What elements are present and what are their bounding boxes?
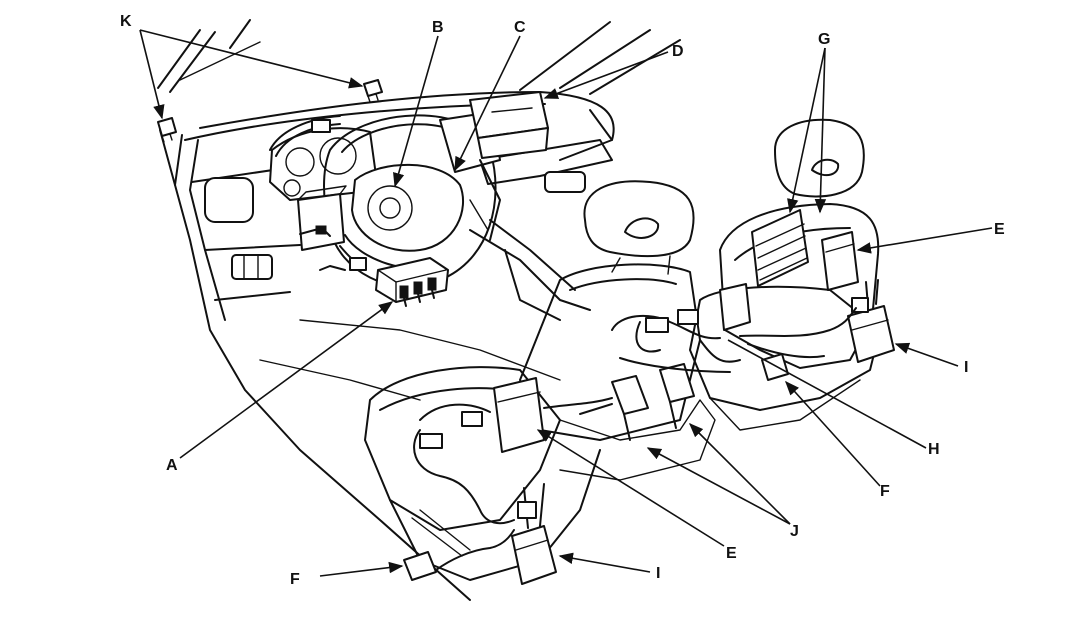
label-b: B [432,19,444,36]
dashboard [157,19,681,601]
passenger-airbag-module [469,91,549,159]
dash-harness [269,115,367,271]
label-f-right: F [880,483,890,500]
label-d: D [672,43,684,60]
sensor-f-left [403,551,437,581]
label-f-left: F [290,571,300,588]
seatbelt-buckle-right [579,363,695,429]
label-i-right: I [964,359,968,376]
passenger-seat-harness [611,307,857,373]
relay-k-lower [157,117,177,143]
srs-unit [375,257,449,307]
passenger-side-airbag-g [719,209,809,331]
label-g: G [818,31,830,48]
passenger-side-airbag-e [821,231,859,291]
switch-panel [231,254,273,280]
dash-side-unit [297,185,347,251]
driver-airbag-module [351,163,465,252]
sensor-f-right [761,353,789,381]
driver-seat-harness [411,397,613,571]
label-a: A [166,457,178,474]
passenger-seat [689,118,881,431]
left-vent [204,177,254,223]
label-j: J [790,523,799,540]
leader-lines [139,29,993,577]
relay-k-upper [363,79,383,103]
seatbelt-buckle-left [611,375,649,441]
label-e-left: E [726,545,737,562]
label-c: C [514,19,526,36]
seatbelt-tensioner-left [511,483,557,585]
callout-labels: K B C D G E I H F J E I F A [120,13,1005,588]
label-e-right: E [994,221,1005,238]
label-i-left: I [656,565,660,582]
driver-side-airbag-e [493,377,545,453]
seatbelt-tensioner-right [847,279,895,363]
label-h: H [928,441,940,458]
label-k: K [120,13,132,30]
